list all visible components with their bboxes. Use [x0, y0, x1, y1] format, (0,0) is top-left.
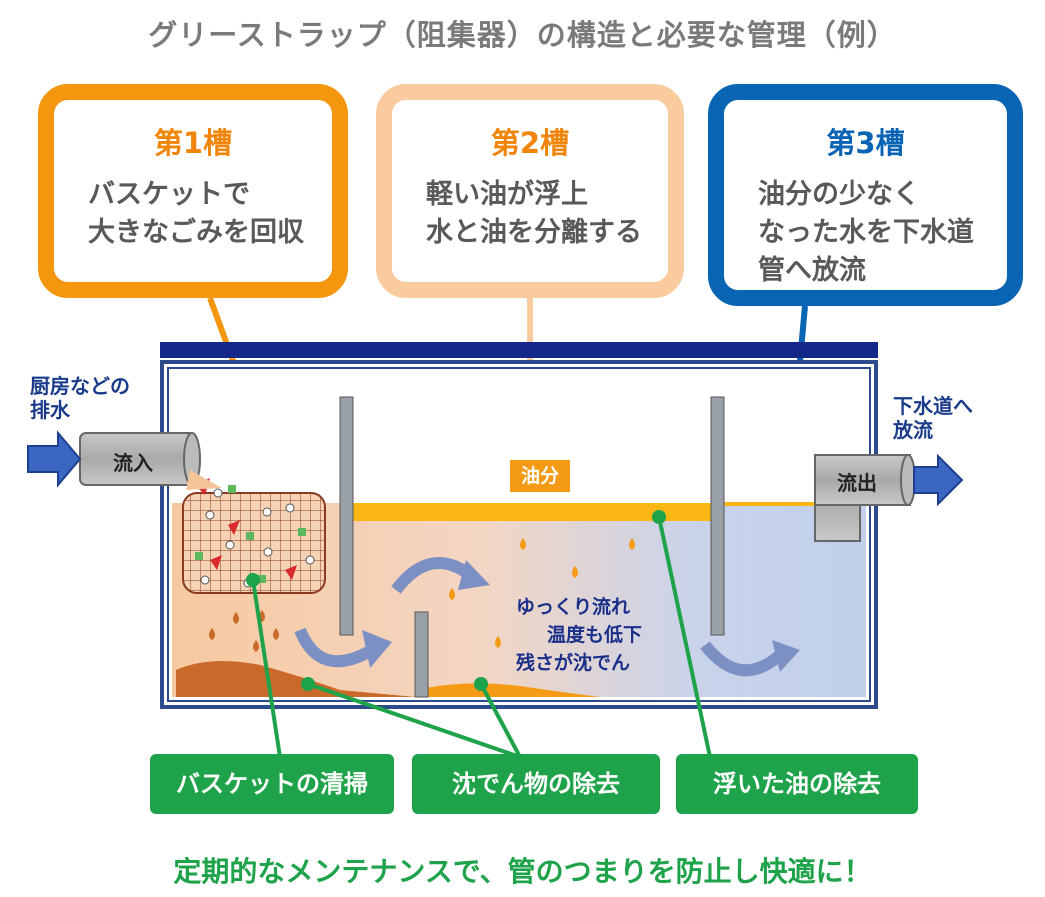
page-title: グリーストラップ（阻集器）の構造と必要な管理（例）	[148, 18, 897, 52]
tank-2-title: 第2槽	[490, 126, 570, 160]
tank-2-callout: 第2槽 軽い油が浮上 水と油を分離する	[376, 84, 684, 298]
outflow-pipe	[814, 454, 916, 542]
sediment-2	[426, 683, 600, 697]
maintenance-oil-removal: 浮いた油の除去	[676, 754, 918, 814]
trap-lid	[160, 342, 878, 358]
maintenance-basket-cleaning: バスケットの清掃	[150, 754, 394, 814]
outflow-arrow	[913, 453, 964, 507]
rising-droplets	[449, 538, 635, 648]
baffle-1	[339, 396, 354, 636]
inflow-pipe	[79, 432, 222, 490]
maintenance-sediment-removal: 沈でん物の除去	[412, 754, 660, 814]
tank-3-title: 第3槽	[826, 126, 905, 160]
baffle-2	[414, 611, 429, 698]
flow-arrows	[294, 557, 784, 677]
sediment-1	[176, 661, 416, 697]
tank-3-description: 油分の少なく なった水を下水道 管へ放流	[758, 179, 974, 286]
tank-1-description: バスケットで 大きなごみを回収	[88, 179, 304, 248]
outflow-destination-label: 下水道へ 放流	[893, 394, 973, 442]
tank-1-title: 第1槽	[153, 126, 233, 160]
inflow-label: 流入	[113, 451, 153, 475]
maintenance-connectors	[251, 516, 712, 759]
inflow-arrow	[27, 430, 82, 488]
footer-message: 定期的なメンテナンスで、管のつまりを防止し快適に！	[173, 855, 872, 888]
flow-note-3: 残さが沈でん	[516, 652, 631, 674]
oil-layer	[352, 503, 712, 521]
outflow-label: 流出	[837, 471, 877, 495]
tank-3-callout: 第3槽 油分の少なく なった水を下水道 管へ放流	[708, 84, 1023, 306]
inflow-source-label: 厨房などの 排水	[30, 374, 130, 422]
flow-note-1: ゆっくり流れ	[516, 596, 631, 618]
baffle-3	[710, 396, 725, 636]
tank-1-callout: 第1槽 バスケットで 大きなごみを回収	[38, 84, 348, 298]
tank-2-description: 軽い油が浮上 水と油を分離する	[426, 179, 642, 248]
oil-label: 油分	[510, 460, 570, 492]
flow-note-2: 温度も低下	[547, 624, 643, 646]
